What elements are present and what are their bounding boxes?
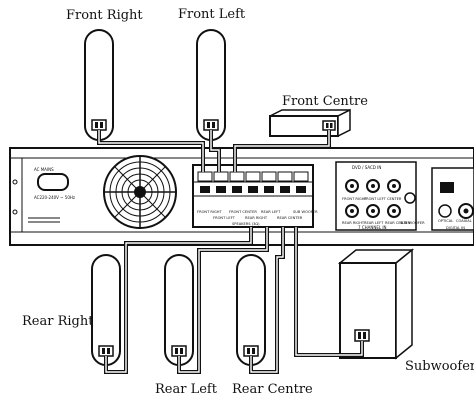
- terminal-label-rear-center: REAR CENTER: [277, 216, 303, 220]
- jack-label-rear-right: REAR RIGHT: [342, 221, 365, 225]
- channel-in-label: 7 CHANNEL IN: [358, 225, 387, 230]
- terminal-label-front-right: FRONT RIGHT: [197, 210, 222, 214]
- front-right-label: Front Right: [66, 8, 143, 23]
- terminal-front-right[interactable]: [197, 171, 213, 182]
- terminal-label-front-center: FRONT CENTER: [229, 210, 257, 214]
- ac-mains-socket: [37, 173, 69, 191]
- rear-right-speaker-terminal: [98, 345, 114, 357]
- terminal-label-subwoofer: SUB WOOFER: [293, 210, 318, 214]
- front-right-speaker-terminal: [91, 119, 107, 131]
- terminal-front-center[interactable]: [229, 171, 245, 182]
- rear-left-speaker: [164, 254, 194, 366]
- terminal-subwoofer[interactable]: [293, 171, 309, 182]
- subwoofer-box: [337, 248, 415, 360]
- front-left-speaker-terminal: [203, 119, 219, 131]
- speaker-cables: [97, 130, 364, 374]
- digital-input-block: OPTICAL COAXIAL DIGITAL IN: [431, 167, 474, 231]
- dvd-in-label: DVD / SACD IN: [352, 165, 381, 170]
- seven-channel-input-block: DVD / SACD IN FRONT RIGHT FRONT LEFT CEN…: [335, 161, 425, 231]
- front-centre-speaker-terminal: [322, 120, 336, 131]
- terminal-label-rear-left: REAR LEFT: [261, 210, 281, 214]
- front-left-speaker: [196, 29, 226, 141]
- front-centre-speaker: [269, 108, 351, 138]
- rear-centre-speaker: [236, 254, 266, 366]
- cooling-fan-grille: [103, 155, 177, 229]
- rear-left-speaker-terminal: [171, 345, 187, 357]
- front-right-speaker: [84, 29, 114, 141]
- terminal-rear-left[interactable]: [261, 171, 277, 182]
- speakers-caption: SPEAKERS (3Ω): [232, 222, 260, 226]
- optical-label: OPTICAL: [438, 219, 453, 223]
- terminal-front-left[interactable]: [213, 171, 229, 182]
- ac-mains-title: AC MAINS: [34, 167, 54, 172]
- rear-right-label: Rear Right: [22, 314, 94, 329]
- jack-label-front-right: FRONT RIGHT: [342, 197, 367, 201]
- jack-label-subwoofer: SUB WOOFER: [400, 221, 425, 225]
- front-centre-label: Front Centre: [282, 94, 368, 109]
- coaxial-label: COAXIAL: [456, 219, 472, 223]
- digital-in-label: DIGITAL IN: [446, 226, 465, 230]
- terminal-label-rear-right: REAR RIGHT: [245, 216, 268, 220]
- rear-centre-label: Rear Centre: [232, 382, 313, 397]
- ac-voltage-label: AC220-240V ~ 50Hz: [34, 195, 75, 200]
- jack-label-center: CENTER: [387, 197, 402, 201]
- terminal-rear-center[interactable]: [277, 171, 293, 182]
- terminal-label-front-left: FRONT LEFT: [213, 216, 236, 220]
- front-left-label: Front Left: [178, 7, 246, 22]
- subwoofer-terminal: [354, 329, 370, 342]
- jack-label-front-left: FRONT LEFT: [364, 197, 387, 201]
- rear-centre-speaker-terminal: [243, 345, 259, 357]
- subwoofer-label: Subwoofer: [405, 359, 474, 374]
- jack-label-rear-left: REAR LEFT: [364, 221, 384, 225]
- jack-subwoofer[interactable]: [404, 192, 416, 204]
- optical-port[interactable]: [440, 182, 454, 193]
- receiver-rear-panel: AC MAINS AC220-240V ~ 50Hz: [9, 147, 474, 246]
- rear-right-speaker: [91, 254, 121, 366]
- jack-label-rear-center: REAR CENTER: [385, 221, 411, 225]
- terminal-rear-right[interactable]: [245, 171, 261, 182]
- speaker-terminal-block: FRONT RIGHT FRONT LEFT FRONT CENTER REAR…: [192, 164, 318, 228]
- rear-left-label: Rear Left: [155, 382, 218, 397]
